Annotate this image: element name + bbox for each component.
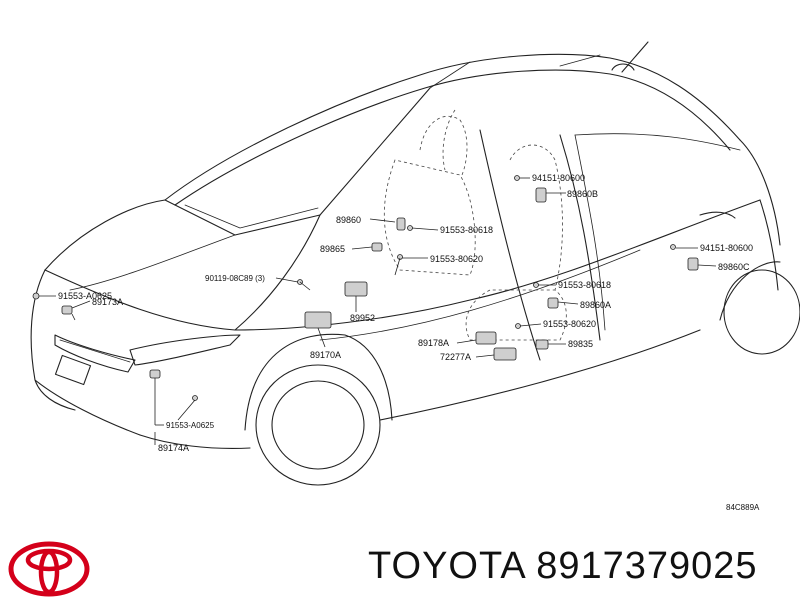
- part-number: 8917379025: [536, 545, 758, 587]
- callout-94151-80600-b: 94151-80600: [700, 243, 753, 253]
- callout-89170a: 89170A: [310, 350, 341, 360]
- callout-89860b: 89860B: [567, 189, 598, 199]
- callout-89860a: 89860A: [580, 300, 611, 310]
- callout-89860c: 89860C: [718, 262, 750, 272]
- callout-89835: 89835: [568, 339, 593, 349]
- callout-91553-80620-b: 91553-80620: [543, 319, 596, 329]
- leader-lines: [39, 177, 717, 445]
- callout-91553-80618-b: 91553-80618: [558, 280, 611, 290]
- part-callouts: 94151-80600 89860B 89860 91553-80618 898…: [58, 173, 753, 453]
- diagram-code: 84C889A: [726, 503, 760, 512]
- car-outline: [30, 41, 800, 486]
- callout-91553-a0625-b: 91553-A0625: [166, 421, 215, 430]
- seat-outlines: [383, 109, 567, 341]
- callout-90119-08c89: 90119-08C89 (3): [205, 274, 265, 283]
- callout-91553-80618-a: 91553-80618: [440, 225, 493, 235]
- parts-diagram: 94151-80600 89860B 89860 91553-80618 898…: [30, 41, 800, 512]
- brand-name: TOYOTA: [368, 545, 525, 587]
- callout-91553-80620-a: 91553-80620: [430, 254, 483, 264]
- callout-94151-80600-a: 94151-80600: [532, 173, 585, 183]
- callout-89178a: 89178A: [418, 338, 449, 348]
- callout-91553-a0625-a: 91553-A0625: [58, 291, 112, 301]
- toyota-logo-icon: [8, 541, 90, 597]
- callout-89174a: 89174A: [158, 443, 189, 453]
- callout-89860: 89860: [336, 215, 361, 225]
- callout-89173a: 89173A: [92, 297, 123, 307]
- callout-89865: 89865: [320, 244, 345, 254]
- callout-72277a: 72277A: [440, 352, 471, 362]
- part-title: TOYOTA 8917379025: [368, 545, 758, 588]
- callout-89952: 89952: [350, 313, 375, 323]
